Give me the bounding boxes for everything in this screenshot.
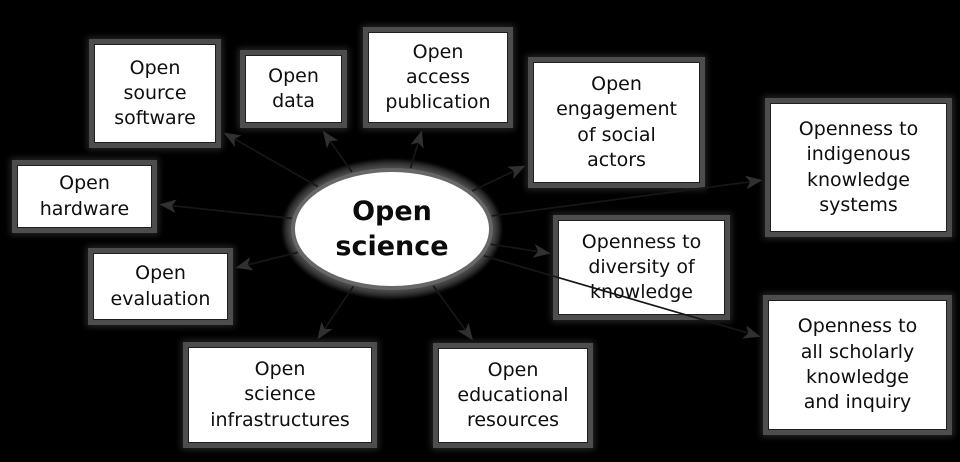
edge-arrow xyxy=(223,132,319,188)
node-label: Open science infrastructures xyxy=(210,358,350,431)
edge-arrow xyxy=(235,251,298,271)
edge-arrow xyxy=(409,130,424,169)
node-openness-diversity-knowledge: Openness to diversity of knowledge xyxy=(558,220,725,315)
edge-arrow xyxy=(491,175,763,217)
node-label: Openness to all scholarly knowledge and … xyxy=(797,315,918,414)
node-label: Open data xyxy=(268,64,319,112)
node-label: Openness to indigenous knowledge systems xyxy=(798,117,919,216)
node-open-hardware: Open hardware xyxy=(17,165,152,228)
edge-arrow xyxy=(490,243,551,258)
node-open-source-software: Open source software xyxy=(94,44,216,143)
node-open-data: Open data xyxy=(245,55,342,123)
node-label: Openness to diversity of knowledge xyxy=(581,230,702,304)
center-node-open-science: Open science xyxy=(295,172,489,286)
edge-arrow xyxy=(472,165,526,192)
edge-arrow xyxy=(322,130,353,173)
node-label: Open evaluation xyxy=(110,262,211,310)
center-node-label: Open science xyxy=(335,195,449,262)
edge-arrow xyxy=(159,199,292,220)
node-label: Open educational resources xyxy=(457,358,569,432)
node-label: Open engagement of social actors xyxy=(556,72,677,171)
node-label: Open source software xyxy=(114,56,196,130)
node-open-science-infrastructures: Open science infrastructures xyxy=(188,347,372,443)
node-label: Open hardware xyxy=(39,172,130,220)
node-openness-indigenous-knowledge: Openness to indigenous knowledge systems xyxy=(770,103,947,232)
node-open-access-publication: Open access publication xyxy=(368,32,508,123)
edge-arrow xyxy=(317,285,355,340)
edge-arrow xyxy=(432,285,473,341)
node-open-educational-resources: Open educational resources xyxy=(438,348,588,443)
node-label: Open access publication xyxy=(385,40,491,114)
node-openness-scholarly-knowledge: Openness to all scholarly knowledge and … xyxy=(768,300,947,430)
node-open-engagement-social-actors: Open engagement of social actors xyxy=(533,62,700,183)
node-open-evaluation: Open evaluation xyxy=(93,253,228,320)
